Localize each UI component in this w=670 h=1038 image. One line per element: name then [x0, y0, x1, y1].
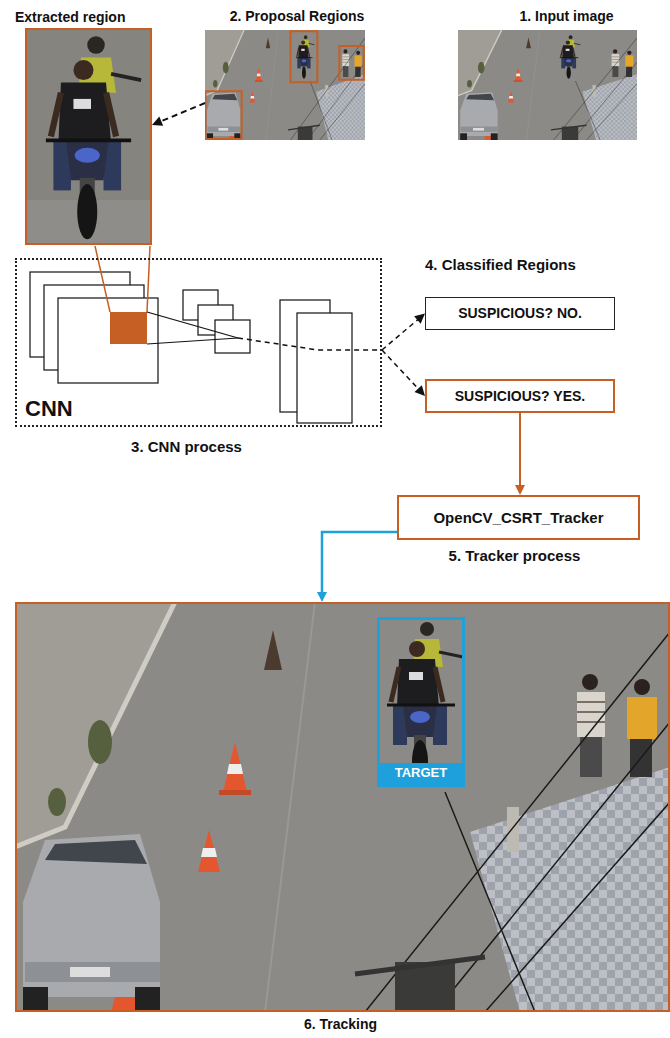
proposal-image: [205, 30, 365, 140]
connector-line: [382, 319, 418, 350]
field-lines: [147, 312, 238, 338]
arrow-head: [415, 385, 425, 396]
node-label: OpenCV_CSRT_Tracker: [433, 509, 603, 526]
node-label: Extracted region: [15, 9, 125, 25]
extracted-image: [25, 28, 152, 245]
node-label: TARGET: [380, 763, 462, 784]
node-label: CNN: [25, 396, 73, 421]
connector: [152, 103, 205, 126]
cnn-layers: [297, 313, 352, 423]
node-caption: 5. Tracker process: [449, 547, 581, 564]
connector-line: [160, 103, 205, 122]
arrow-head: [515, 485, 525, 495]
tracker-box: OpenCV_CSRT_Tracker5. Tracker process: [397, 495, 640, 540]
input-image: [458, 30, 637, 140]
proposal-image: [339, 46, 363, 80]
node-label: 6. Tracking: [304, 1016, 377, 1032]
receptive-field: [110, 312, 147, 344]
arrow-head: [414, 314, 425, 324]
tracking-panel: 6. TrackingTARGET: [15, 602, 670, 1012]
node-label: 2. Proposal Regions: [230, 8, 365, 24]
arrow-head: [317, 592, 327, 602]
tracking-image: [15, 602, 670, 1012]
connector: [515, 413, 525, 495]
connector: [382, 314, 425, 351]
connector-line: [322, 532, 397, 593]
field-lines: [147, 338, 238, 344]
proposal-image: [290, 31, 317, 82]
connector-line: [382, 350, 419, 389]
extracted-image: [46, 36, 141, 239]
field-lines: [95, 246, 381, 350]
proposal-image: [205, 30, 365, 140]
class-box: SUSPICIOUS? NO.: [425, 297, 615, 330]
field-lines: [238, 338, 381, 350]
target-box: TARGET: [377, 617, 465, 787]
node-caption: 3. CNN process: [131, 438, 242, 455]
image-panel: 1. Input image: [458, 30, 637, 140]
arrow-head: [152, 117, 163, 126]
cnn-layers: [58, 298, 158, 383]
proposal-image: [205, 91, 241, 139]
node-label: 1. Input image: [519, 8, 613, 24]
class-box: SUSPICIOUS? YES.: [425, 379, 615, 413]
field-lines: [147, 246, 150, 312]
input-image: [458, 30, 637, 140]
connector-line: [519, 413, 521, 486]
field-lines: [95, 246, 110, 312]
connector: [317, 532, 397, 602]
label-slot: 4. Classified Regions: [425, 256, 576, 273]
tracking-image: [15, 602, 670, 1012]
cnn-box: CNN3. CNN process: [15, 258, 382, 427]
connector: [382, 350, 425, 396]
extracted-image: [25, 28, 152, 245]
image-panel: Extracted region: [25, 28, 152, 245]
tracking-image: [15, 602, 670, 1012]
node-label: SUSPICIOUS? NO.: [458, 305, 582, 321]
proposal-image: [205, 30, 365, 140]
image-panel: 2. Proposal Regions: [205, 30, 365, 140]
input-image: [458, 30, 637, 140]
node-label: SUSPICIOUS? YES.: [455, 388, 585, 404]
section-label: 4. Classified Regions: [425, 256, 576, 273]
